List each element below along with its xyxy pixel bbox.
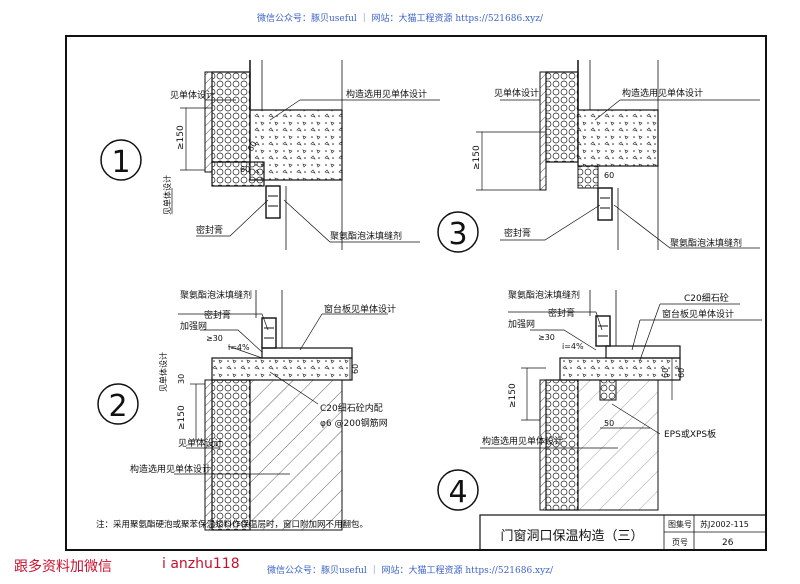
label-sill: 窗台板见单体设计 <box>662 308 734 320</box>
dim-150: ≥150 <box>508 383 518 408</box>
label-sealant: 密封膏 <box>196 224 223 236</box>
page-label: 页号 <box>672 538 688 547</box>
title-block: 门窗洞口保温构造（三） 图集号 苏J2002-115 页号 26 <box>479 514 767 551</box>
sheet-border <box>65 35 767 551</box>
insulation-layer <box>211 71 251 163</box>
note: 注：采用聚氨酯硬泡或聚苯保温浆料作保温层时，窗口附加网不用翻包。 <box>96 519 368 530</box>
wall-block <box>577 379 659 511</box>
sill-board <box>261 347 353 359</box>
label-sealant: 密封膏 <box>204 309 231 321</box>
label-sealant: 密封膏 <box>504 227 531 239</box>
dim-60: 60 <box>661 368 670 378</box>
label-foam: 聚氨酯泡沫填缝剂 <box>508 289 580 301</box>
promo-wechat-id: i anzhu118 <box>162 556 240 572</box>
label-structure: 构造选用见单体设计 <box>130 463 211 475</box>
dim-150: ≥150 <box>177 405 187 430</box>
dim-150: ≥150 <box>472 145 482 170</box>
window-frame <box>265 185 281 219</box>
lintel <box>577 109 659 167</box>
watermark-top: 微信公众号：豚贝useful ｜ 网站：大猫工程资源 https://52168… <box>257 14 543 24</box>
label-see-design-v: 见单体设计 <box>158 352 168 392</box>
label-concrete: C20细石砼内配 <box>320 402 383 414</box>
dim-30: ≥30 <box>538 333 555 342</box>
dim-30b: 30 <box>177 374 186 384</box>
detail-number-circle <box>100 139 142 181</box>
watermark-bottom: 微信公众号：豚贝useful ｜ 网站：大猫工程资源 https://52168… <box>267 566 553 576</box>
sill-concrete <box>211 357 353 381</box>
dim-60: 60 <box>246 140 259 153</box>
detail-number-circle <box>437 211 479 253</box>
label-slope: i=4% <box>562 342 584 351</box>
dim-60b: 60 <box>240 165 250 174</box>
label-board: EPS或XPS板 <box>664 428 716 440</box>
label-foam: 聚氨酯泡沫填缝剂 <box>330 230 402 242</box>
finish-layer <box>204 71 213 173</box>
label-sealant: 密封膏 <box>548 307 575 319</box>
detail-number: 1 <box>111 145 130 180</box>
window-frame <box>261 317 277 349</box>
label-see-design-v: 见单体设计 <box>162 175 172 215</box>
detail-4: 4 聚氨酯泡沫填缝剂 C20细石砼 密封膏 窗台板见单体设计 加强网 ≥30 i… <box>437 289 762 511</box>
atlas-value: 苏J2002-115 <box>700 519 749 529</box>
label-slope: i=4% <box>228 343 250 352</box>
label-foam: 聚氨酯泡沫填缝剂 <box>180 289 252 301</box>
wall-block <box>249 379 343 531</box>
label-see-design: 见单体设计 <box>170 89 215 101</box>
window-frame <box>597 187 613 221</box>
atlas-label: 图集号 <box>668 519 692 529</box>
insulation-layer <box>545 71 579 163</box>
promo-text: 跟多资料加微信 <box>14 559 112 575</box>
label-concrete: C20细石砼 <box>684 292 729 304</box>
dim-60: 60 <box>604 171 614 180</box>
detail-number-circle <box>97 383 139 425</box>
label-see-design: 见单体设计 <box>494 87 539 99</box>
detail-1: 1 见单体设计 构造选用见单体设计 ≥150 见单体设计 60 60 密封膏 聚… <box>100 60 440 250</box>
dim-30: ≥30 <box>206 334 223 343</box>
detail-number: 2 <box>108 389 127 424</box>
label-structure: 构造选用见单体设计 <box>482 435 563 447</box>
page-value: 26 <box>722 538 734 548</box>
label-foam: 聚氨酯泡沫填缝剂 <box>670 237 742 249</box>
detail-2: 2 聚氨酯泡沫填缝剂 密封膏 加强网 窗台板见单体设计 ≥30 i=4% 见单体… <box>97 289 396 531</box>
label-rebar: φ6 @200钢筋网 <box>320 417 388 429</box>
dim-60: 60 <box>351 364 360 374</box>
detail-number: 3 <box>448 217 467 252</box>
label-structure: 构造选用见单体设计 <box>622 87 703 99</box>
label-see-design: 见单体设计 <box>178 437 223 449</box>
drawing-title: 门窗洞口保温构造（三） <box>500 528 643 544</box>
dim-50: 50 <box>604 419 614 428</box>
label-structure: 构造选用见单体设计 <box>346 88 427 100</box>
label-mesh: 加强网 <box>180 321 207 332</box>
dim-150: ≥150 <box>176 125 186 150</box>
sill-board <box>605 345 681 359</box>
window-frame <box>595 315 611 347</box>
label-sill: 窗台板见单体设计 <box>324 303 396 315</box>
detail-number: 4 <box>448 475 467 510</box>
detail-number-circle <box>437 469 479 511</box>
detail-3: 3 见单体设计 构造选用见单体设计 ≥150 60 密封膏 聚氨酯泡沫填缝剂 <box>437 60 760 253</box>
dim-60b: 60 <box>677 368 686 378</box>
insulation-return <box>211 161 265 187</box>
label-mesh: 加强网 <box>508 319 535 330</box>
insulation-layer <box>211 379 251 531</box>
